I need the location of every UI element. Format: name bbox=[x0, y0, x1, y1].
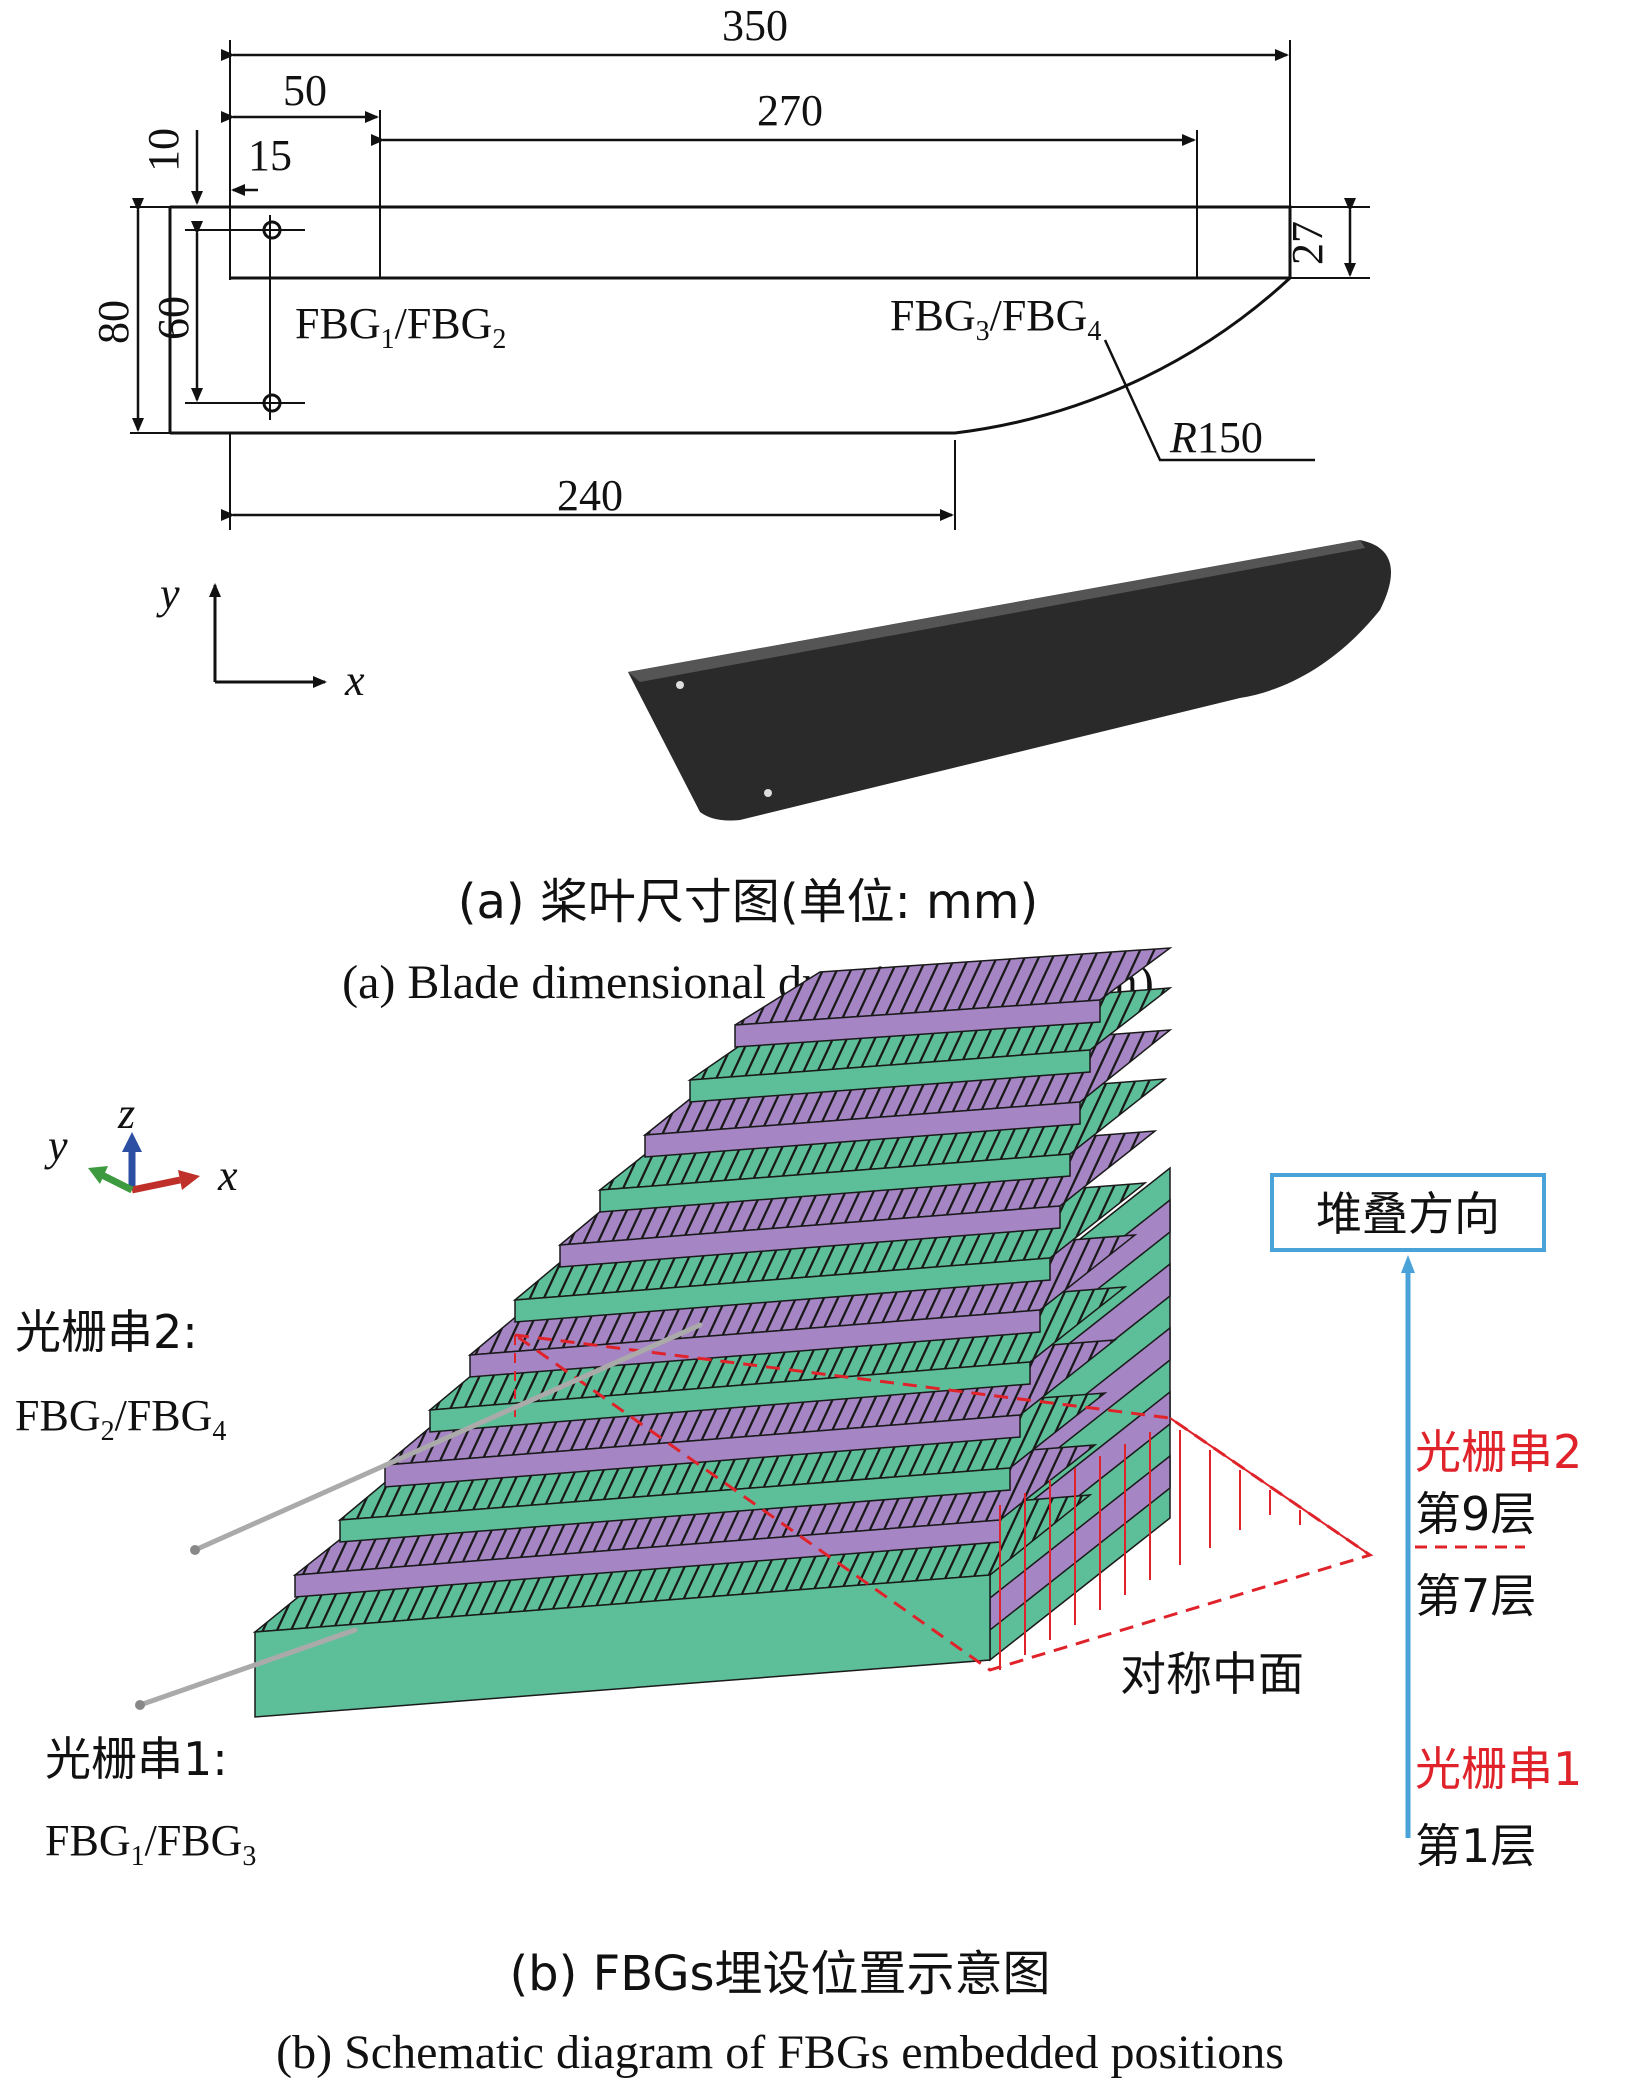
blade-outline bbox=[170, 205, 1292, 435]
step-11-front bbox=[689, 1049, 1091, 1103]
layer-1-label: 第1层 bbox=[1415, 1819, 1536, 1873]
string2-red-label: 光栅串2 bbox=[1415, 1425, 1582, 1479]
stack-direction-box bbox=[1270, 1173, 1546, 1252]
symmetry-plane-label: 对称中面 bbox=[1120, 1647, 1304, 1701]
laminate-stack bbox=[252, 947, 1173, 1718]
caption-a-cn: (a) 桨叶尺寸图(单位: mm) bbox=[458, 874, 1039, 930]
triad-b bbox=[88, 1132, 200, 1194]
axis-a-x-label: x bbox=[344, 656, 365, 705]
radius-label: R150 bbox=[1169, 413, 1263, 462]
string2-fbg: FBG2/FBG4 bbox=[15, 1391, 226, 1447]
step-12-front bbox=[734, 999, 1101, 1048]
stack-indicator bbox=[1270, 1173, 1546, 1838]
step-5-front bbox=[429, 1361, 1031, 1433]
axis-a-y-label: y bbox=[156, 569, 180, 618]
symmetry-hatch bbox=[999, 1430, 1301, 1670]
symmetry-plane bbox=[514, 1333, 1374, 1672]
fiber-string-2 bbox=[192, 1322, 703, 1553]
dim-240: 240 bbox=[557, 471, 623, 520]
hole-top bbox=[262, 220, 282, 240]
fbg12-label: FBG1/FBG2 bbox=[295, 299, 506, 355]
caption-b-en: (b) Schematic diagram of FBGs embedded p… bbox=[276, 2026, 1284, 2079]
layer-7-label: 第7层 bbox=[1415, 1569, 1536, 1623]
panel-b-text: y z x 光栅串2: FBG2/FBG4 光栅串1: FBG1/FBG3 堆叠… bbox=[15, 1089, 1582, 2079]
caption-b-cn: (b) FBGs埋设位置示意图 bbox=[509, 1946, 1050, 2002]
string1-red-label: 光栅串1 bbox=[1415, 1742, 1582, 1796]
hole-bottom bbox=[262, 393, 282, 413]
fiber-string-1 bbox=[137, 1627, 358, 1708]
dim-10: 10 bbox=[139, 128, 188, 172]
blade-photo bbox=[628, 540, 1392, 821]
blade-hole-2 bbox=[764, 789, 772, 797]
axis-b-y-label: y bbox=[44, 1121, 68, 1170]
dim-80: 80 bbox=[89, 300, 138, 344]
step-8-front bbox=[559, 1205, 1061, 1268]
layer-9-label: 第9层 bbox=[1415, 1487, 1536, 1541]
dim-270: 270 bbox=[757, 86, 823, 135]
blade-hole-1 bbox=[676, 681, 684, 689]
axis-b-x-label: x bbox=[217, 1151, 238, 1200]
axis-b-z-label: z bbox=[117, 1089, 135, 1138]
step-7-front bbox=[514, 1257, 1051, 1323]
step-1-front bbox=[254, 1574, 991, 1718]
dim-60: 60 bbox=[149, 296, 198, 340]
r150-leader bbox=[1103, 339, 1315, 462]
panel-a-text: 350 50 270 15 240 10 80 60 27 R150 FBG1/… bbox=[89, 1, 1332, 1009]
step-4-front bbox=[384, 1414, 1021, 1488]
step-9-front bbox=[599, 1153, 1071, 1213]
fibers bbox=[135, 1322, 703, 1710]
dim-50: 50 bbox=[283, 66, 327, 115]
fbg34-label: FBG3/FBG4 bbox=[890, 291, 1101, 347]
step-3-front bbox=[339, 1467, 1011, 1543]
panel-a-drawing bbox=[130, 40, 1370, 688]
string1-label: 光栅串1: bbox=[45, 1732, 228, 1786]
dim-15: 15 bbox=[248, 131, 292, 180]
dim-27: 27 bbox=[1283, 221, 1332, 265]
stack-direction-label: 堆叠方向 bbox=[1316, 1187, 1500, 1241]
step-6-front bbox=[469, 1309, 1041, 1378]
step-10-front bbox=[644, 1101, 1081, 1158]
dim-350: 350 bbox=[722, 1, 788, 50]
string1-fbg: FBG1/FBG3 bbox=[45, 1816, 256, 1872]
string2-label: 光栅串2: bbox=[15, 1305, 198, 1359]
